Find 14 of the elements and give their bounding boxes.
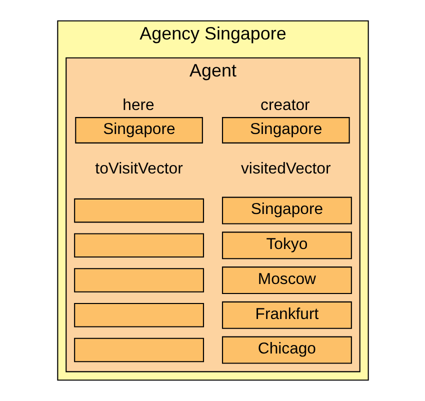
node-box <box>74 233 204 258</box>
node-box <box>74 198 204 223</box>
node-box <box>74 303 204 328</box>
node-box: Singapore <box>221 196 352 224</box>
node-box: Tokyo <box>221 232 352 260</box>
node-box: Moscow <box>221 266 352 294</box>
node-label: creator <box>260 97 310 114</box>
node-box <box>74 268 204 292</box>
node-box: Frankfurt <box>221 301 352 329</box>
label: toVisitVector <box>94 160 182 178</box>
label: visitedVector <box>240 160 330 178</box>
node-box: Chicago <box>221 336 352 364</box>
node-box <box>74 338 204 362</box>
node-label: here <box>122 97 154 114</box>
